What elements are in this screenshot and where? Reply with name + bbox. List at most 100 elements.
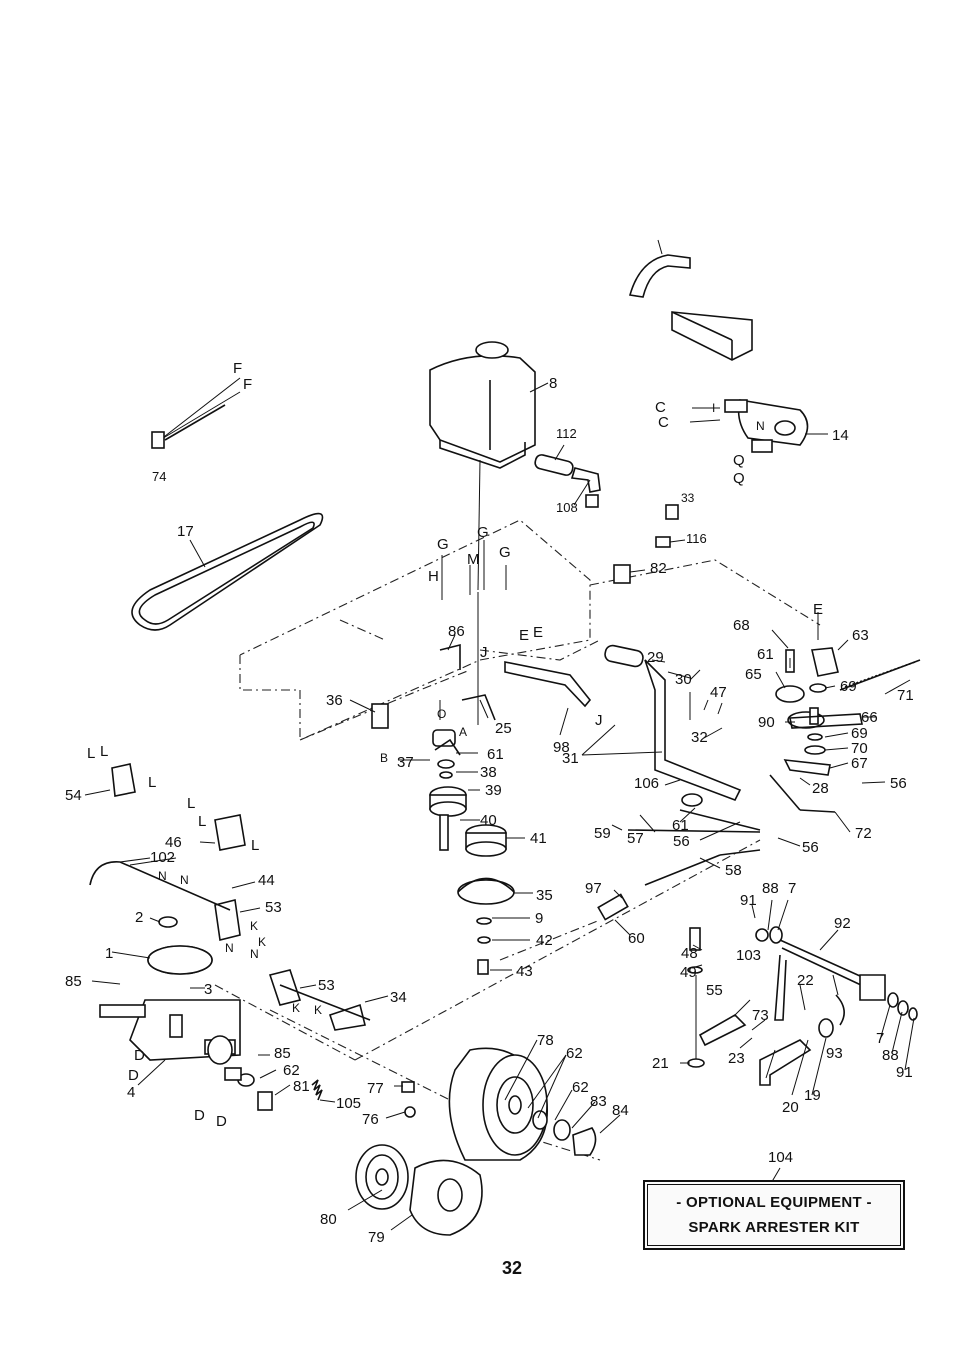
callout-22: 22 bbox=[797, 972, 814, 989]
callout-32: 32 bbox=[691, 729, 708, 746]
callout-68: 68 bbox=[733, 617, 750, 634]
ref-E2: E bbox=[519, 627, 529, 644]
ref-D3: D bbox=[194, 1107, 205, 1124]
control-rods bbox=[597, 793, 761, 921]
callout-43: 43 bbox=[516, 963, 533, 980]
drive-belt bbox=[131, 512, 324, 631]
callout-62a: 62 bbox=[283, 1062, 300, 1079]
callout-61c: 61 bbox=[672, 817, 689, 834]
callout-56a: 56 bbox=[890, 775, 907, 792]
callout-21: 21 bbox=[652, 1055, 669, 1072]
callout-70: 70 bbox=[851, 740, 868, 757]
ref-Q1: Q bbox=[733, 452, 745, 469]
callout-71: 71 bbox=[897, 687, 914, 704]
callout-49: 49 bbox=[680, 964, 697, 981]
small-hardware bbox=[613, 504, 686, 584]
callout-103: 103 bbox=[736, 947, 761, 964]
callout-62c: 62 bbox=[572, 1079, 589, 1096]
callout-29: 29 bbox=[647, 649, 664, 666]
callout-25: 25 bbox=[495, 720, 512, 737]
callout-31: 31 bbox=[562, 750, 579, 767]
lift-lever bbox=[504, 661, 592, 708]
callout-53b: 53 bbox=[318, 977, 335, 994]
callout-108: 108 bbox=[556, 500, 578, 515]
bolt-stack bbox=[687, 927, 747, 1068]
callout-80: 80 bbox=[320, 1211, 337, 1228]
callout-20: 20 bbox=[782, 1099, 799, 1116]
muffler bbox=[689, 399, 828, 453]
callout-34: 34 bbox=[390, 989, 407, 1006]
callout-92: 92 bbox=[834, 915, 851, 932]
ref-K2: K bbox=[258, 935, 266, 949]
callout-23: 23 bbox=[728, 1050, 745, 1067]
callout-33: 33 bbox=[681, 491, 695, 505]
ref-Q2: Q bbox=[733, 470, 745, 487]
callout-98: 98 bbox=[553, 739, 570, 756]
callout-57: 57 bbox=[627, 830, 644, 847]
brackets bbox=[371, 643, 496, 756]
ref-G3: G bbox=[499, 544, 511, 561]
callout-28: 28 bbox=[812, 780, 829, 797]
callout-53a: 53 bbox=[265, 899, 282, 916]
ref-E1: E bbox=[813, 601, 823, 618]
callout-42: 42 bbox=[536, 932, 553, 949]
right-linkage bbox=[769, 647, 921, 813]
transmission-pulley bbox=[147, 945, 213, 975]
callout-19: 19 bbox=[804, 1087, 821, 1104]
callout-48: 48 bbox=[681, 945, 698, 962]
callout-91a: 91 bbox=[740, 892, 757, 909]
callout-78: 78 bbox=[537, 1032, 554, 1049]
callout-2: 2 bbox=[135, 909, 143, 926]
ref-E3: E bbox=[533, 624, 543, 641]
ref-M: M bbox=[467, 551, 480, 568]
callout-66: 66 bbox=[861, 709, 878, 726]
callout-41: 41 bbox=[530, 830, 547, 847]
callout-81: 81 bbox=[293, 1078, 310, 1095]
callout-73: 73 bbox=[752, 1007, 769, 1024]
callout-58: 58 bbox=[725, 862, 742, 879]
callout-38: 38 bbox=[480, 764, 497, 781]
ref-L5: L bbox=[198, 813, 206, 830]
callout-54: 54 bbox=[65, 787, 82, 804]
ref-N1: N bbox=[158, 869, 167, 883]
callout-40: 40 bbox=[480, 812, 497, 829]
callout-56b: 56 bbox=[673, 833, 690, 850]
callout-7b: 7 bbox=[876, 1030, 884, 1047]
ref-F1: F bbox=[233, 360, 242, 377]
leader-lines bbox=[84, 382, 915, 1231]
callout-116: 116 bbox=[686, 531, 707, 546]
callout-86: 86 bbox=[448, 623, 465, 640]
ref-C2: C bbox=[658, 414, 669, 431]
brake-cable bbox=[151, 377, 241, 449]
pulley-stack bbox=[429, 592, 515, 975]
optional-equipment-box: - OPTIONAL EQUIPMENT - SPARK ARRESTER KI… bbox=[643, 1180, 905, 1250]
ref-I: I bbox=[712, 401, 715, 415]
ref-A: A bbox=[459, 725, 467, 739]
spring-hardware bbox=[224, 1067, 416, 1118]
ref-K4: K bbox=[314, 1003, 322, 1017]
callout-97: 97 bbox=[585, 880, 602, 897]
exhaust-pipe bbox=[628, 239, 691, 298]
ref-L2: L bbox=[100, 743, 108, 760]
callout-102: 102 bbox=[150, 849, 175, 866]
callout-69a: 69 bbox=[840, 678, 857, 695]
callout-88b: 88 bbox=[882, 1047, 899, 1064]
callout-36: 36 bbox=[326, 692, 343, 709]
ref-G1: G bbox=[437, 536, 449, 553]
fuel-line bbox=[534, 454, 601, 508]
callout-72: 72 bbox=[855, 825, 872, 842]
callout-63: 63 bbox=[852, 627, 869, 644]
engine bbox=[429, 341, 536, 591]
callout-4: 4 bbox=[127, 1084, 135, 1101]
callout-14: 14 bbox=[832, 427, 849, 444]
callout-35: 35 bbox=[536, 887, 553, 904]
callout-67: 67 bbox=[851, 755, 868, 772]
shift-lever bbox=[581, 644, 742, 802]
heat-shield bbox=[671, 311, 753, 361]
callout-61b: 61 bbox=[757, 646, 774, 663]
callout-62b: 62 bbox=[566, 1045, 583, 1062]
callout-65: 65 bbox=[745, 666, 762, 683]
reference-letters: F F G G G H M E E E J J A O B C C Q Q N … bbox=[87, 360, 823, 1130]
callout-39: 39 bbox=[485, 782, 502, 799]
